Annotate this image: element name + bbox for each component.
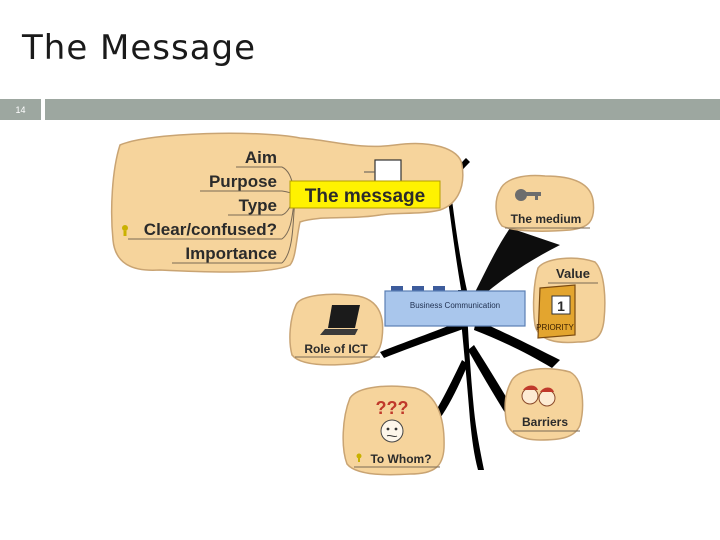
priority-tag-icon: 1 PRIORITY xyxy=(536,284,576,339)
item-underlines xyxy=(128,166,282,264)
question-marks: ??? xyxy=(376,398,409,418)
role-ict-bubble: Role of ICT xyxy=(289,293,384,366)
lightbulb-icon xyxy=(122,225,128,236)
item-aim: Aim xyxy=(245,148,277,167)
slide-title: The Message xyxy=(22,28,257,68)
slide-number: 14 xyxy=(0,99,41,120)
medium-bubble: The medium xyxy=(495,174,595,232)
laptop-icon xyxy=(320,305,360,335)
item-importance: Importance xyxy=(185,244,277,263)
to-whom-label: To Whom? xyxy=(370,452,431,466)
message-title: The message xyxy=(305,186,425,207)
barriers-bubble: Barriers xyxy=(504,367,584,441)
priority-number: 1 xyxy=(557,298,565,314)
center-node: Business Communication xyxy=(384,286,526,327)
faces-icon xyxy=(521,385,556,407)
value-label: Value xyxy=(556,266,590,281)
lightbulb-icon-small xyxy=(356,453,362,462)
title-underline-bar xyxy=(45,99,720,120)
medium-label: The medium xyxy=(511,212,582,226)
confused-face-icon xyxy=(380,419,404,443)
barriers-label: Barriers xyxy=(522,415,568,429)
priority-text: PRIORITY xyxy=(536,323,574,332)
message-highlight xyxy=(289,180,441,209)
center-label: Business Communication xyxy=(410,301,500,310)
item-clear-confused: Clear/confused? xyxy=(144,220,277,239)
key-icon xyxy=(515,189,541,201)
value-bubble: Value 1 PRIORITY xyxy=(532,257,606,344)
message-bubble: Aim Purpose Type Clear/confused? Importa… xyxy=(110,132,464,273)
item-type: Type xyxy=(239,196,277,215)
item-purpose: Purpose xyxy=(209,172,277,191)
to-whom-bubble: ??? To Whom? xyxy=(342,385,445,476)
document-icon xyxy=(364,159,402,183)
role-ict-label: Role of ICT xyxy=(304,342,368,356)
